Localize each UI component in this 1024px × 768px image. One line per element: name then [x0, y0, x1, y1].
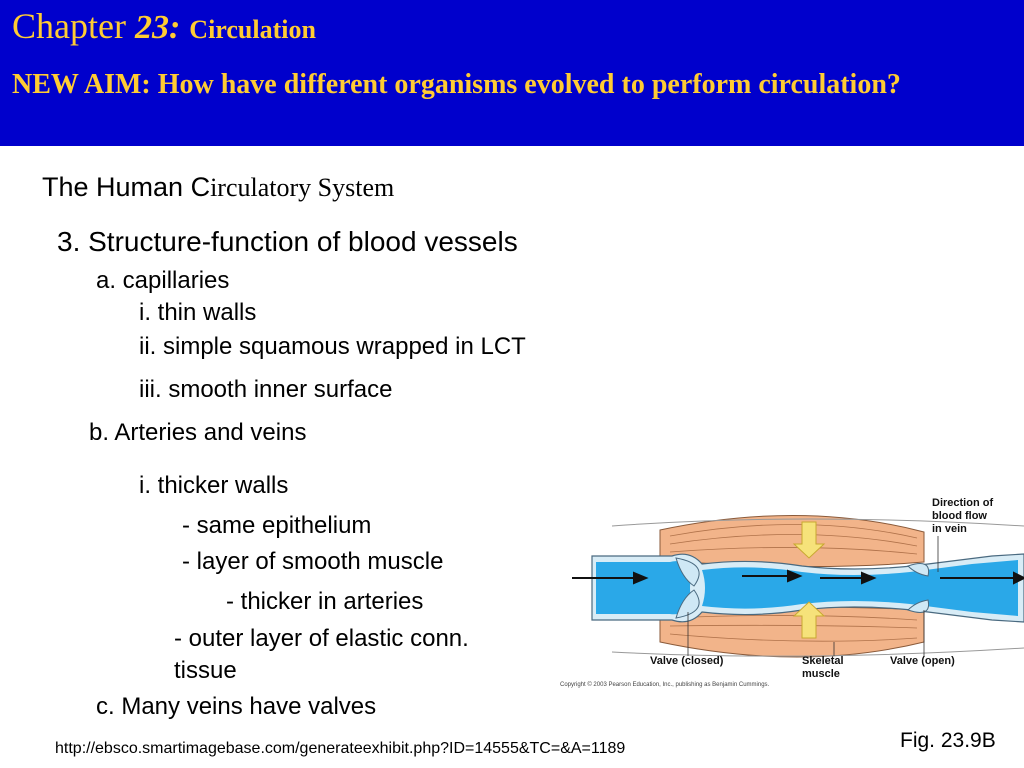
point-3: 3. Structure-function of blood vessels	[57, 226, 518, 257]
chapter-number: 23:	[134, 9, 181, 46]
point-b-i: i. thicker walls	[139, 472, 289, 499]
point-a-ii: ii. simple squamous wrapped in LCT	[139, 333, 526, 360]
label-skeletal-2: muscle	[802, 668, 840, 680]
chapter-word: Chapter	[12, 6, 126, 46]
point-b-i-3b: tissue	[174, 657, 237, 684]
point-a-iii: iii. smooth inner surface	[139, 376, 393, 403]
point-b-i-2a: - thicker in arteries	[226, 588, 424, 615]
slide-header: Chapter 23: Circulation NEW AIM: How hav…	[0, 0, 1024, 146]
aim-text: NEW AIM: How have different organisms ev…	[12, 69, 901, 100]
valve-open-lower	[907, 599, 930, 613]
point-c: c. Many veins have valves	[96, 693, 377, 720]
source-url[interactable]: http://ebsco.smartimagebase.com/generate…	[55, 740, 626, 757]
point-a-i: i. thin walls	[139, 299, 257, 326]
squeeze-arrow-up-icon	[792, 601, 826, 639]
flow-arrows	[572, 569, 1024, 585]
slide-title-part-1: The Human C	[42, 172, 211, 202]
label-direction-2: blood flow	[932, 510, 987, 522]
label-valve-closed: Valve (closed)	[650, 655, 724, 667]
blood-left	[596, 561, 692, 615]
figure-copyright: Copyright © 2003 Pearson Education, Inc.…	[560, 682, 770, 688]
valve-closed-upper	[675, 557, 700, 587]
point-b-i-1: - same epithelium	[182, 512, 372, 539]
point-b-i-2: - layer of smooth muscle	[182, 548, 444, 575]
slide-title: The Human Circulatory System	[42, 171, 394, 204]
label-direction-3: in vein	[932, 523, 967, 535]
point-b-i-3a: - outer layer of elastic conn.	[174, 625, 469, 652]
label-valve-open: Valve (open)	[890, 655, 955, 667]
valve-open-upper	[907, 563, 930, 577]
figure-label: Fig. 23.9B	[900, 729, 996, 752]
point-b: b. Arteries and veins	[89, 419, 307, 446]
label-skeletal-1: Skeletal	[802, 655, 844, 667]
slide-title-part-2: irculatory System	[210, 173, 395, 202]
vein-valve-figure: Direction of blood flow in vein Valve (c…	[572, 497, 1024, 680]
chapter-topic: Circulation	[189, 15, 316, 44]
valve-closed-lower	[675, 589, 700, 619]
chapter-heading: Chapter 23: Circulation	[12, 4, 316, 52]
blood-right	[702, 560, 1018, 616]
squeeze-arrow-down-icon	[792, 521, 826, 559]
label-direction-1: Direction of	[932, 497, 993, 509]
point-a: a. capillaries	[96, 267, 230, 294]
